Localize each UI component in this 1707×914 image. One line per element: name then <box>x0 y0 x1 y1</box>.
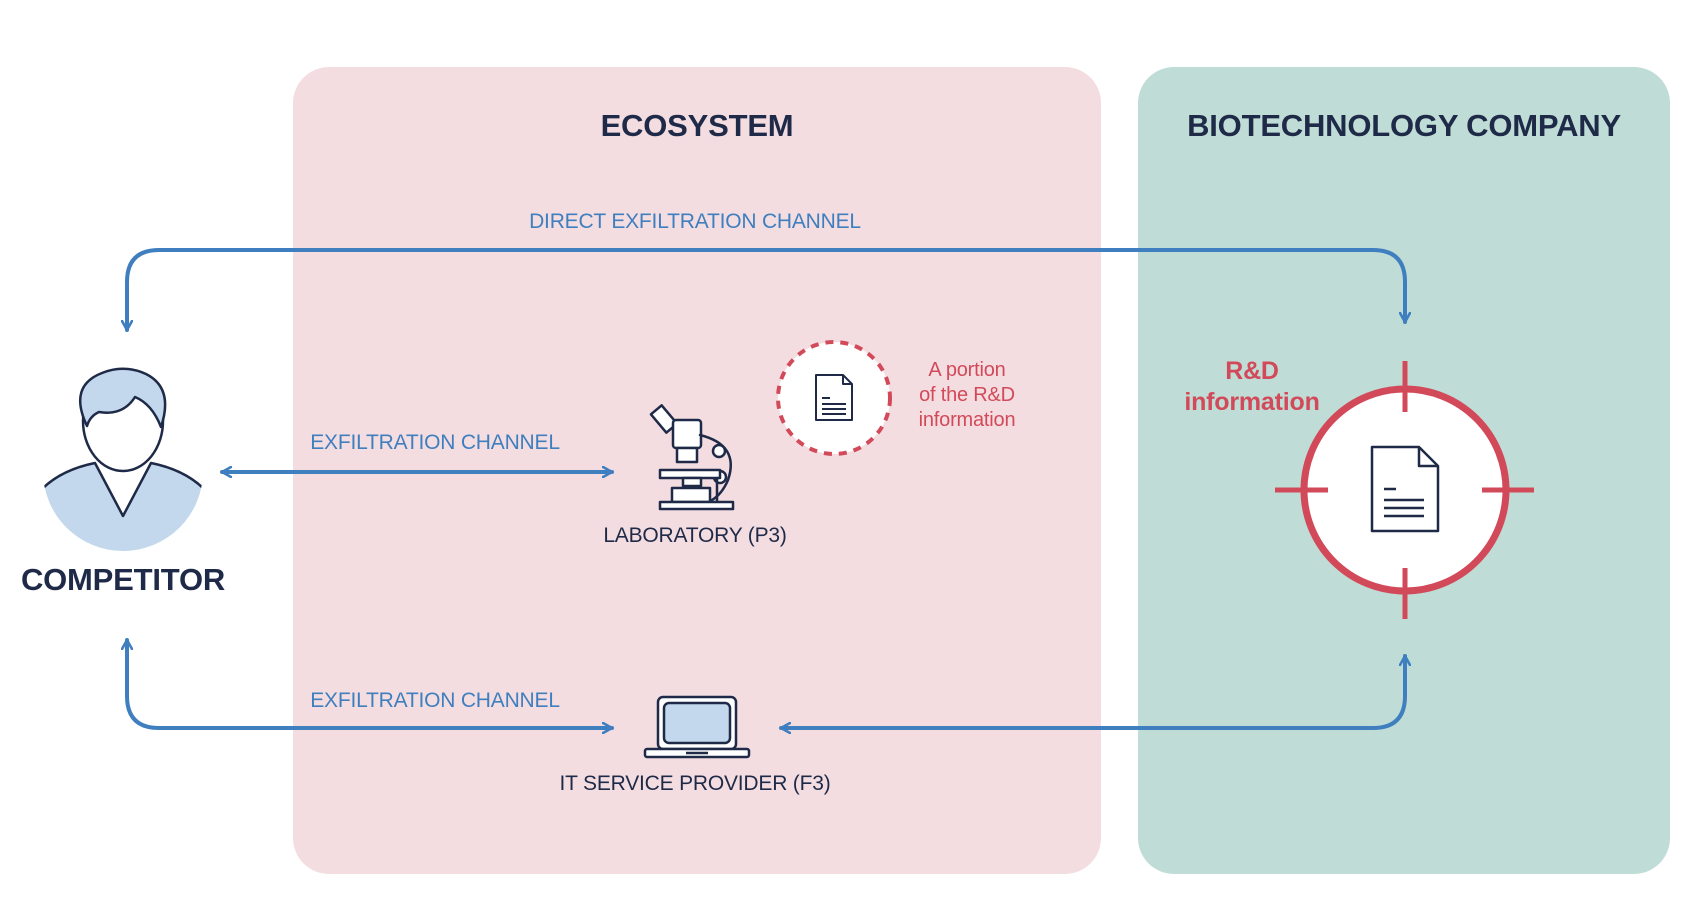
laboratory-label: LABORATORY (P3) <box>603 524 787 547</box>
direct-exfiltration-channel-label: DIRECT EXFILTRATION CHANNEL <box>529 210 861 233</box>
competitor-label: COMPETITOR <box>20 562 226 597</box>
rd-information-label: R&D information <box>1184 357 1320 416</box>
it-service-provider-label: IT SERVICE PROVIDER (F3) <box>559 772 831 795</box>
document-icon <box>815 374 853 421</box>
microscope-icon <box>649 404 735 511</box>
portion-of-rd-information-label: A portion of the R&D information <box>918 359 1016 431</box>
direct-exfiltration-arrow <box>127 248 1405 332</box>
exfiltration-channel-laboratory-label: EXFILTRATION CHANNEL <box>310 431 560 454</box>
target-icon <box>1275 361 1534 619</box>
person-icon <box>43 367 203 551</box>
ecosystem-title: ECOSYSTEM <box>600 108 794 143</box>
laptop-icon <box>643 695 751 759</box>
portion-document-icon <box>776 340 892 456</box>
it-provider-to-company-arrow <box>779 654 1405 728</box>
biotechnology-company-title: BIOTECHNOLOGY COMPANY <box>1187 108 1621 143</box>
document-icon <box>1370 445 1440 533</box>
exfiltration-arrow-it-provider <box>127 638 614 728</box>
exfiltration-channel-it-provider-label: EXFILTRATION CHANNEL <box>310 689 560 712</box>
